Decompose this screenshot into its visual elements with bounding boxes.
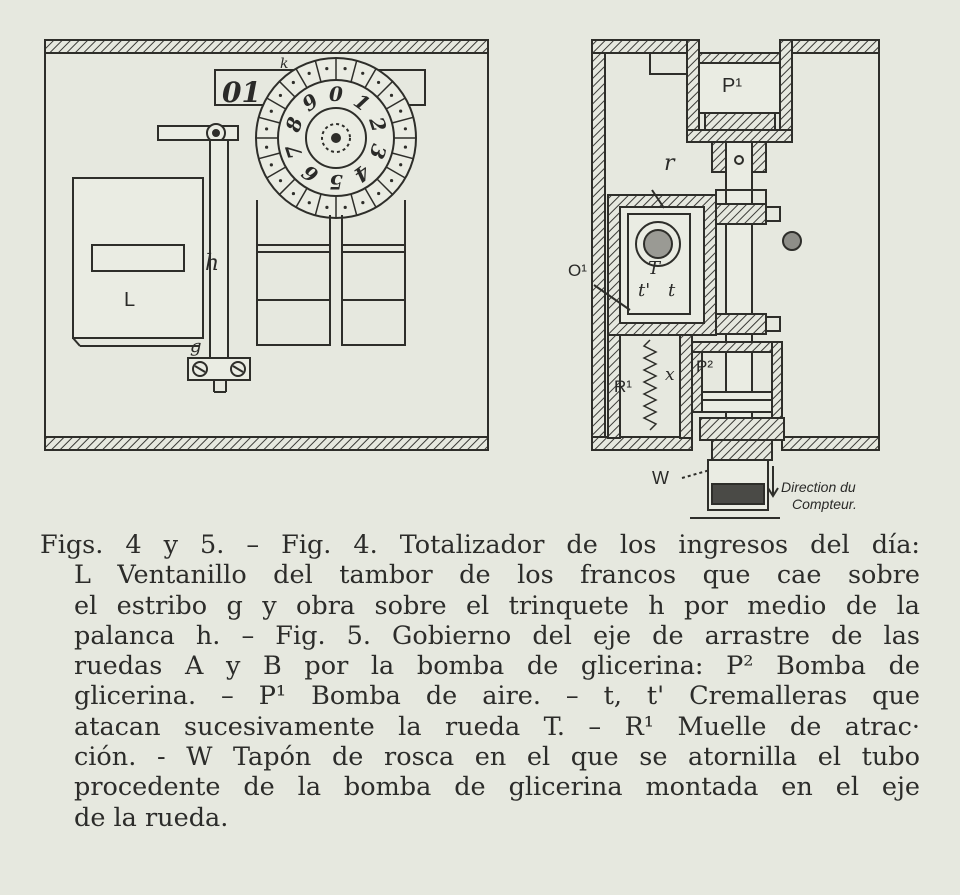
- dial-dot: [291, 80, 295, 85]
- dial-dot: [269, 163, 273, 167]
- spring-R1: [642, 339, 658, 431]
- dial-dot: [399, 109, 403, 113]
- dial-digit: 2: [364, 113, 391, 135]
- dial-tick: [258, 152, 281, 160]
- fig5-left-wall: [591, 52, 606, 439]
- direction-label-line1: Direction du: [781, 479, 856, 495]
- dial-dot: [291, 191, 296, 196]
- dial-dot: [403, 145, 408, 149]
- label-P1: P¹: [722, 75, 742, 97]
- caption-line: procedente de la bomba de glicerina mont…: [74, 772, 920, 803]
- caption-line: glicerina. – P¹ Bomba de aire. – t, t' C…: [74, 681, 920, 712]
- base-plate: [187, 357, 251, 393]
- label-x: x: [665, 365, 675, 385]
- gear-box-O1: r T t' t O¹: [568, 151, 717, 336]
- dial-dot: [343, 205, 347, 209]
- dial-dot: [278, 179, 283, 183]
- dial-digit: 0: [329, 82, 343, 106]
- fig5-bottom-rail: [591, 436, 693, 451]
- dial-dot: [264, 127, 269, 131]
- dial-tick: [266, 166, 287, 179]
- fig4-bottom-rail: [44, 436, 489, 451]
- label-W: W: [652, 468, 669, 488]
- caption-line: atacan sucesivamente la rueda T. – R¹ Mu…: [74, 711, 920, 742]
- dial-dot: [307, 71, 311, 75]
- round-boss: [782, 231, 802, 251]
- drum-compartments: [256, 200, 406, 346]
- dial-dot: [361, 201, 365, 205]
- caption-line: ruedas A y B por la bomba de glicerina: …: [74, 651, 920, 682]
- caption-line: ción. - W Tapón de rosca en el que se at…: [74, 742, 920, 773]
- figure-5: P¹ r T t' t O¹: [568, 39, 880, 519]
- dial-tick: [385, 166, 406, 179]
- dial-tick: [278, 80, 296, 98]
- dial-dot: [389, 93, 394, 97]
- label-R1: R¹: [614, 377, 632, 396]
- dial-dot: [278, 93, 283, 98]
- caption-line: Figs. 4 y 5. – Fig. 4. Totalizador de lo…: [40, 530, 920, 560]
- label-r: r: [664, 151, 676, 176]
- drive-shaft: [711, 141, 781, 433]
- dial-tick: [364, 68, 377, 89]
- dial-tick: [278, 178, 296, 196]
- label-h: h: [205, 251, 219, 276]
- label-t-prime: t': [638, 280, 650, 301]
- dial-digit: 5: [329, 170, 343, 194]
- dial-tick: [364, 187, 377, 208]
- dial-tick: [350, 60, 358, 83]
- label-O1: O¹: [568, 261, 587, 280]
- dial-dot: [361, 71, 365, 75]
- dial-dot: [265, 145, 269, 149]
- dial-tick: [314, 60, 322, 83]
- dial-tick: [391, 116, 414, 124]
- dial-dot: [403, 127, 407, 131]
- dial-dot: [376, 80, 381, 85]
- air-pump-P1: P¹: [686, 39, 793, 143]
- dial-dot: [377, 191, 381, 196]
- counter-window-digits: 01: [222, 76, 261, 109]
- dial-digit: 8: [280, 114, 307, 136]
- fig4-top-rail: [44, 39, 489, 54]
- dial-dot: [389, 178, 394, 183]
- fig5-top-rail: [591, 39, 688, 54]
- glycerin-pump-P2: P² x R¹: [607, 334, 785, 461]
- dial-tick: [258, 116, 281, 124]
- label-L: L: [124, 289, 135, 311]
- dial-tick: [350, 193, 358, 216]
- caption-line: el estribo g y obra sobre el trinquete h…: [74, 590, 920, 621]
- dial-dot: [307, 201, 311, 205]
- label-t: t: [668, 280, 676, 301]
- dial-tick: [295, 187, 308, 208]
- direction-label-line2: Compteur.: [792, 496, 857, 512]
- caption-line: L Ventanillo del tambor de los francos q…: [74, 560, 920, 591]
- label-k: k: [280, 56, 288, 72]
- dial-tick: [295, 68, 308, 89]
- dial-dot: [269, 109, 273, 113]
- dial-dot: [399, 163, 403, 167]
- screw-plug-W: W Direction du Compteur.: [652, 459, 857, 519]
- dial-tick: [376, 178, 394, 196]
- dial-dot: [325, 67, 329, 71]
- dial-tick: [314, 193, 322, 216]
- dial-tick: [391, 152, 414, 160]
- dial-tick: [385, 97, 406, 110]
- label-P2: P²: [696, 357, 713, 376]
- caption-line: palanca h. – Fig. 5. Gobierno del eje de…: [74, 620, 920, 651]
- dial-dot: [343, 66, 347, 71]
- dial-dot: [325, 205, 329, 210]
- dial-tick: [376, 80, 394, 98]
- label-T: T: [648, 258, 662, 279]
- figure-caption: Figs. 4 y 5. – Fig. 4. Totalizador de lo…: [40, 530, 920, 833]
- caption-line: de la rueda.: [74, 802, 229, 833]
- window-L-box: L: [72, 177, 204, 347]
- dial-tick: [266, 97, 287, 110]
